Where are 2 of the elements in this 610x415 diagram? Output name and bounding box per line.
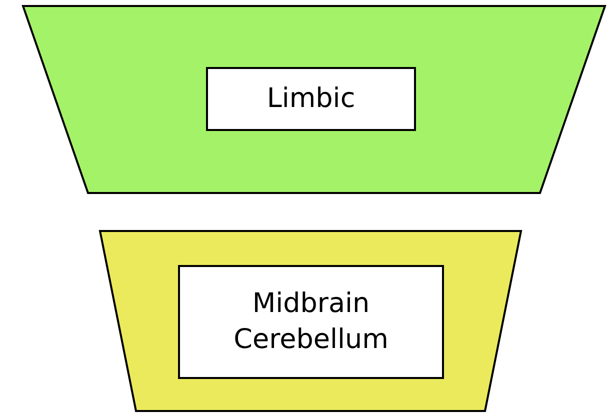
region-label: Midbrain Cerebellum (178, 265, 444, 379)
region-label: Limbic (206, 67, 416, 131)
